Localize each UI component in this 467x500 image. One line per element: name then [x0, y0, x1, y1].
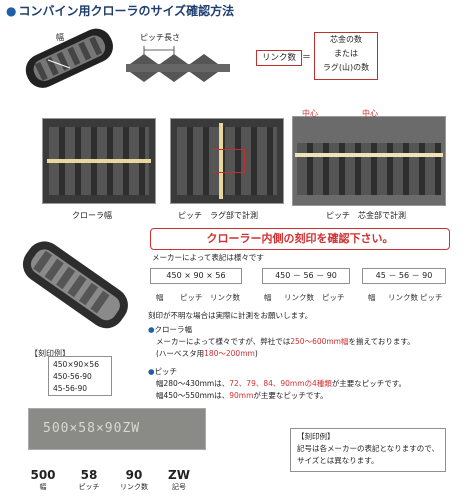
sample-header: 【刻印例】 [30, 349, 70, 358]
value-pitch: 58 ピッチ [78, 468, 100, 491]
crawler-photo [14, 226, 138, 342]
width-label: 幅 [56, 33, 64, 42]
pitch-length-label: ピッチ長さ [140, 33, 180, 42]
caption-pitch-lug: ピッチ ラグ部で計測 [178, 211, 258, 220]
width-line-1: メーカーによって様々ですが、弊社では250〜600mm幅を揃えております。 [156, 337, 415, 346]
format2-label-links: リンク数 [284, 293, 314, 302]
photo-pitch-lug [170, 118, 284, 204]
bullet-icon: ● [148, 325, 155, 334]
caption-crawler-width: クローラ幅 [72, 211, 112, 220]
equals-sign: ＝ [302, 53, 312, 63]
bullet-icon: ● [6, 4, 17, 18]
pitch-line-1: 幅280〜430mmは、72、79、84、90mmの4種類が主要なピッチです。 [156, 379, 407, 388]
format-box-1: 450 × 90 × 56 [150, 268, 242, 284]
caption-pitch-core: ピッチ 芯金部で計測 [326, 211, 406, 220]
crawler-drawing [25, 28, 114, 88]
format1-label-links: リンク数 [210, 293, 240, 302]
format-box-2: 450 － 56 － 90 [262, 268, 350, 284]
unclear-note: 刻印が不明な場合は実際に計測をお願いします。 [148, 311, 313, 320]
pitch-heading: ●ピッチ [148, 367, 178, 376]
pitch-line-2: 幅450〜550mmは、90mmが主要なピッチです。 [156, 391, 328, 400]
format3-label-width: 幅 [368, 293, 376, 302]
center-label-1: 中心 [302, 109, 318, 118]
value-width: 500 幅 [30, 468, 56, 491]
page-title: ●コンバイン用クローラのサイズ確認方法 [6, 4, 235, 18]
value-symbol: ZW 記号 [168, 468, 190, 491]
value-links: 90 リンク数 [120, 468, 148, 491]
crawler-diagram [14, 20, 122, 100]
photo-pitch-core [292, 116, 446, 206]
bullet-icon: ● [148, 367, 155, 376]
pitch-drawing [126, 46, 230, 82]
example-note-box: 【刻印例】 記号は各メーカーの表記となりますので、 サイズとは異なります。 [290, 428, 446, 472]
stamp-text: 500×58×90ZW [43, 421, 141, 436]
width-heading: ●クローラ幅 [148, 325, 193, 334]
format2-label-pitch: ピッチ [322, 293, 345, 302]
photo-crawler-width [42, 118, 156, 204]
stamp-photo: 500×58×90ZW [28, 408, 206, 450]
format3-label-pitch: ピッチ [420, 293, 443, 302]
format1-label-width: 幅 [156, 293, 164, 302]
core-definition-box: 芯金の数 または ラグ(山)の数 [314, 32, 378, 80]
format1-label-pitch: ピッチ [180, 293, 203, 302]
sample-stamp-box: 450×90×56 450-56-90 45-56-90 [48, 356, 112, 396]
crawler-photo-drawing [22, 241, 128, 329]
center-label-2: 中心 [362, 109, 378, 118]
pitch-diagram [124, 42, 232, 92]
format-box-3: 45 － 56 － 90 [362, 268, 446, 284]
inner-stamp-heading: クローラー内側の刻印を確認下さい。 [150, 228, 450, 250]
format3-label-links: リンク数 [388, 293, 418, 302]
width-line-2: (ハーベスタ用180〜200mm) [156, 349, 258, 358]
format2-label-width: 幅 [264, 293, 272, 302]
maker-note: メーカーによって表記は様々です [152, 253, 264, 262]
link-count-box: リンク数 [256, 50, 302, 66]
